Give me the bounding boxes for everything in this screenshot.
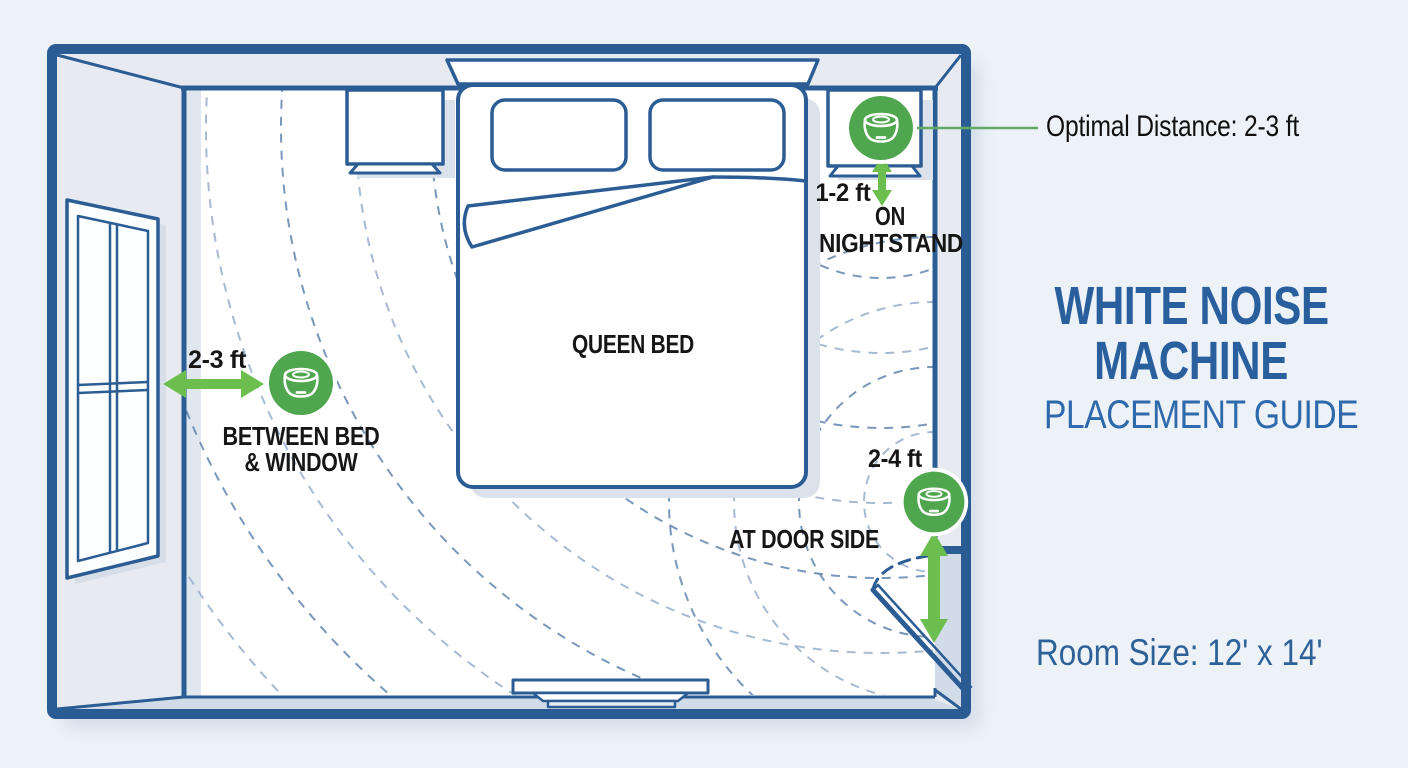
optimal-distance-callout: Optimal Distance: 2-3 ft [1046, 110, 1300, 143]
window-mullions [77, 223, 149, 553]
room-outer-frame [47, 44, 971, 719]
mattress [456, 83, 808, 489]
door-label-line1: AT DOOR SIDE [729, 524, 879, 554]
white-noise-machine-icon-window [263, 345, 339, 421]
nightstand-label-line2: NIGHTSTAND [819, 228, 963, 258]
white-noise-machine-icon-nightstand [843, 90, 919, 166]
title-line-2: MACHINE [1094, 331, 1288, 391]
double-arrow-icon-door [920, 532, 948, 643]
queen-bed-label: QUEEN BED [572, 329, 694, 359]
window [65, 198, 166, 584]
room-size-label: Room Size: 12' x 14' [1036, 632, 1323, 673]
door-leaf-edge [876, 583, 973, 689]
nightstand-distance-label: 1-2 ft [816, 179, 872, 207]
headboard [445, 58, 820, 86]
window-frame-inner [76, 214, 150, 563]
wall-shelf [511, 678, 710, 709]
double-arrow-icon-window [163, 370, 264, 398]
nightstand-left [345, 88, 445, 175]
window-frame-outer [65, 198, 160, 580]
wall-right-upper [935, 55, 961, 549]
title-line-1: WHITE NOISE [1054, 276, 1330, 336]
window-distance-label: 2-3 ft [188, 346, 247, 374]
pillow-left [490, 98, 628, 172]
door-leaf [870, 587, 969, 695]
door-distance-label: 2-4 ft [868, 445, 923, 473]
page-title: WHITE NOISE MACHINE PLACEMENT GUIDE [1016, 279, 1366, 438]
double-arrow-icon-nightstand [872, 156, 892, 206]
door [870, 553, 973, 695]
door-swing-arc [871, 553, 936, 591]
pillow-right [648, 98, 786, 172]
window-label-line1: BETWEEN BED [223, 421, 380, 451]
blanket-fold [462, 175, 808, 249]
nightstand-label-line1: ON [875, 201, 905, 231]
title-line-3: PLACEMENT GUIDE [1044, 393, 1359, 437]
floorplan-labels: QUEEN BED 1-2 ft ON NIGHTSTAND 2-3 ft BE… [188, 179, 963, 554]
white-noise-machine-icon-door [898, 466, 970, 538]
distance-arrows [163, 156, 948, 643]
window-label-line2: & WINDOW [245, 447, 359, 477]
queen-bed [445, 58, 820, 489]
wall-inner-shade [186, 89, 201, 696]
